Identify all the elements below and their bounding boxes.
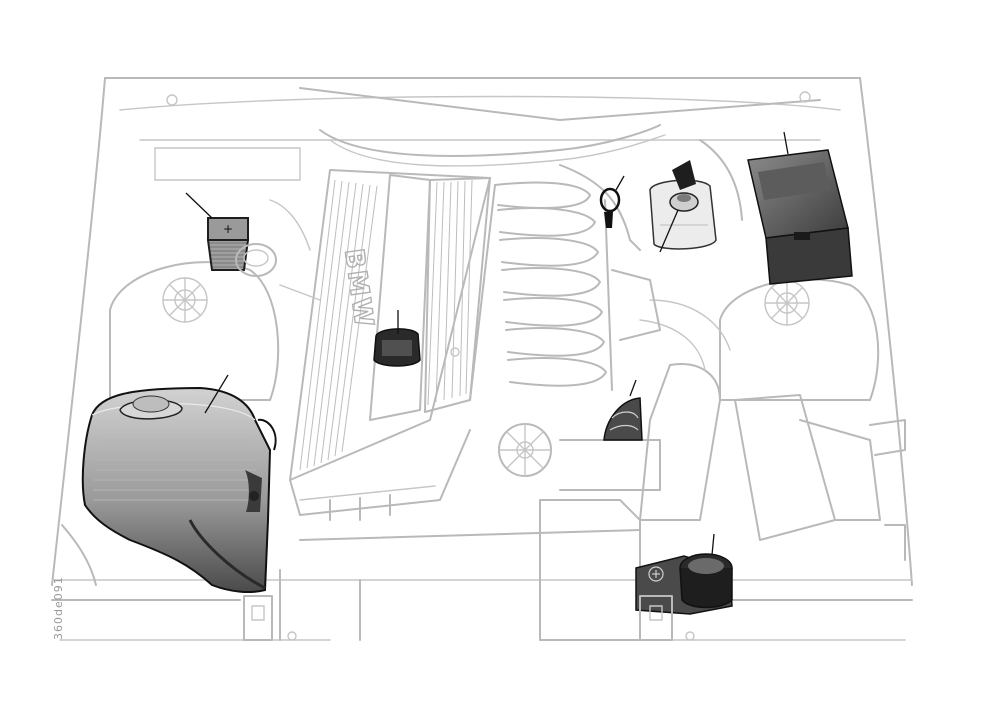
battery-leader xyxy=(783,131,789,155)
strut-towers xyxy=(109,261,880,401)
battery xyxy=(747,131,853,285)
engine-block: BMW xyxy=(269,124,881,641)
engine-oil-filler-cap xyxy=(373,310,421,367)
windshield-washer-reservoir xyxy=(81,374,277,594)
figure-code: 360de091 xyxy=(52,576,65,640)
coolant-expansion-tank xyxy=(649,160,717,253)
valve-cover-ribs xyxy=(299,179,473,471)
power-steering-filter-cap xyxy=(235,243,277,277)
power-steering-reservoir xyxy=(603,379,643,441)
power-steering-leader xyxy=(629,379,637,397)
coolant-tank-leader xyxy=(659,209,679,253)
intake-manifold xyxy=(469,181,613,401)
dipstick-leader xyxy=(615,175,625,191)
brake-fluid-leader xyxy=(711,533,715,556)
engine-oil-dipstick xyxy=(599,175,625,228)
washer-reservoir-leader xyxy=(204,374,229,414)
engine-brand-label: BMW xyxy=(338,247,379,331)
brake-fluid-reservoir xyxy=(635,533,733,615)
relay-box: + xyxy=(185,192,250,271)
relay-box-leader xyxy=(185,192,213,219)
lower-bay-details xyxy=(61,419,906,641)
cooling-fan xyxy=(498,423,552,477)
body-outline xyxy=(51,77,913,641)
svg-text:+: + xyxy=(223,222,233,236)
